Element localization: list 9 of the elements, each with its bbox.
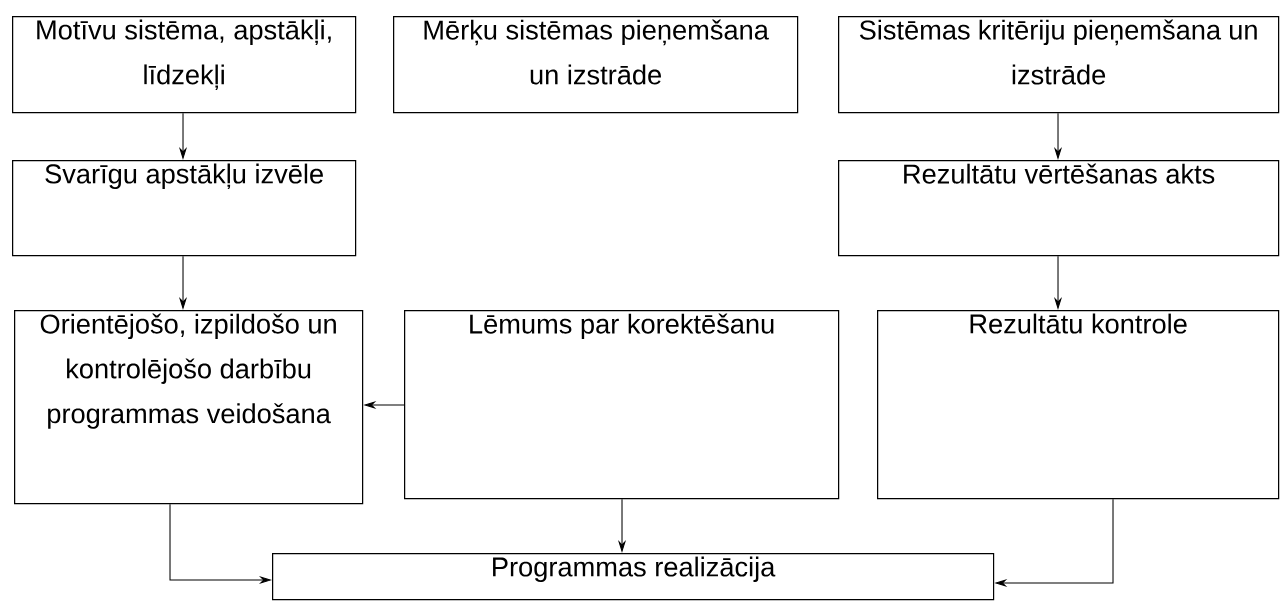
process-box: Orientējošo, izpildošo un kontrolējošo darbību programmas veidošana [14,310,364,505]
process-box: Svarīgu apstākļu izvēle [12,160,357,257]
process-box: Sistēmas kritēriju pieņemšana un izstrāde [838,16,1280,114]
process-box: Mērķu sistēmas pieņemšana un izstrāde [393,16,799,114]
process-box: Rezultātu kontrole [877,310,1280,500]
process-box: Motīvu sistēma, apstākļi, līdzekļi [12,16,357,114]
process-box: Rezultātu vērtēšanas akts [838,160,1280,257]
process-box: Programmas realizācija [272,553,995,601]
process-box: Lēmums par korektēšanu [404,310,840,500]
